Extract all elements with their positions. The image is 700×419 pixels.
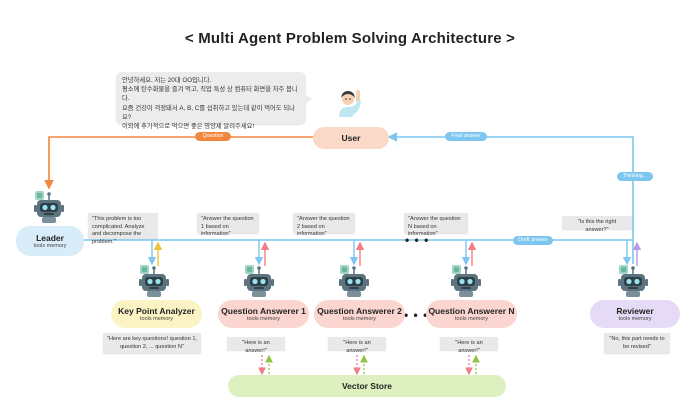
- final-answer-edge-label: Final answer: [445, 132, 487, 141]
- reviewer-label: Reviewer: [616, 306, 654, 316]
- robot-icon: [139, 265, 169, 297]
- robot-icon: [34, 191, 64, 223]
- leader-node[interactable]: Leader tools memory: [16, 226, 84, 256]
- robot-icon: [451, 265, 481, 297]
- question-n-note: "Answer the question N based on informat…: [404, 213, 468, 237]
- question-1-note: "Answer the question 1 based on informat…: [197, 213, 259, 237]
- user-node-label: User: [341, 133, 361, 143]
- user-message-bubble: 안녕하세요. 저는 20대 OO입니다. 평소에 탄수화물을 즐겨 먹고, 직업…: [116, 72, 312, 130]
- user-message-line: 이외에 추가적으로 먹으면 좋은 영양제 알려주세요!: [122, 123, 255, 131]
- question-answerer-n-label: Question Answerer N: [428, 306, 515, 316]
- key-point-analyzer-node[interactable]: Key Point Analyzer tools memory: [111, 300, 202, 328]
- user-node[interactable]: User: [313, 127, 389, 149]
- question-2-note: "Answer the question 2 based on informat…: [293, 213, 355, 237]
- question-answerer-2-label: Question Answerer 2: [317, 306, 402, 316]
- leader-memory-label: tools memory: [33, 243, 67, 249]
- key-point-analyzer-memory: tools memory: [139, 316, 173, 322]
- question-edge: [44, 136, 313, 190]
- robot-icon: [244, 265, 274, 297]
- leader-node-label: Leader: [36, 233, 64, 243]
- question-answerer-1-memory: tools memory: [246, 316, 280, 322]
- question-answerer-1-label: Question Answerer 1: [221, 306, 306, 316]
- thinking-edge-label: Thinking...: [617, 172, 653, 181]
- user-message-line: 요즘 건강이 걱정돼서 A, B, C를 섭취하고 있는데 같이 먹어도 되나요…: [122, 104, 295, 121]
- person-raising-hand-icon: [339, 90, 361, 117]
- analyzer-output-note: "Here are key questions! question 1, que…: [103, 333, 201, 353]
- question-answerer-1-node[interactable]: Question Answerer 1 tools memory: [218, 300, 309, 328]
- answerer-1-output-note: "Here is an answer!": [227, 337, 285, 354]
- page-title: < Multi Agent Problem Solving Architectu…: [184, 30, 516, 47]
- question-edge-label: Question: [195, 132, 231, 141]
- reviewer-node[interactable]: Reviewer tools memory: [590, 300, 680, 328]
- key-point-analyzer-label: Key Point Analyzer: [118, 306, 195, 316]
- question-answerer-n-memory: tools memory: [454, 316, 488, 322]
- leader-note: "This problem is too complicated. Analyz…: [88, 213, 158, 245]
- user-message-line: 평소에 탄수화물을 즐겨 먹고, 직업 특성 상 컴퓨터 화면을 자주 봅니다.: [122, 86, 298, 103]
- ellipsis-upper: • • •: [405, 233, 430, 247]
- robot-icon: [339, 265, 369, 297]
- ellipsis-lower: • • •: [404, 308, 429, 322]
- question-answerer-2-node[interactable]: Question Answerer 2 tools memory: [314, 300, 405, 328]
- answerer-n-output-note: "Here is an answer!": [440, 337, 498, 354]
- answerer-2-output-note: "Here is an answer!": [328, 337, 386, 354]
- reviewer-output-note: "No, this part needs to be revised": [604, 333, 670, 353]
- reviewer-question-note: "Is this the right answer?": [562, 216, 632, 233]
- draft-answer-edge-label: Draft answer: [513, 236, 553, 245]
- question-answerer-n-node[interactable]: Question Answerer N tools memory: [426, 300, 517, 328]
- vector-store-node[interactable]: Vector Store: [228, 375, 506, 397]
- robot-icon: [618, 265, 648, 297]
- reviewer-memory: tools memory: [618, 316, 652, 322]
- user-message-line: 안녕하세요. 저는 20대 OO입니다.: [122, 77, 212, 84]
- question-answerer-2-memory: tools memory: [342, 316, 376, 322]
- vector-store-label: Vector Store: [341, 381, 393, 391]
